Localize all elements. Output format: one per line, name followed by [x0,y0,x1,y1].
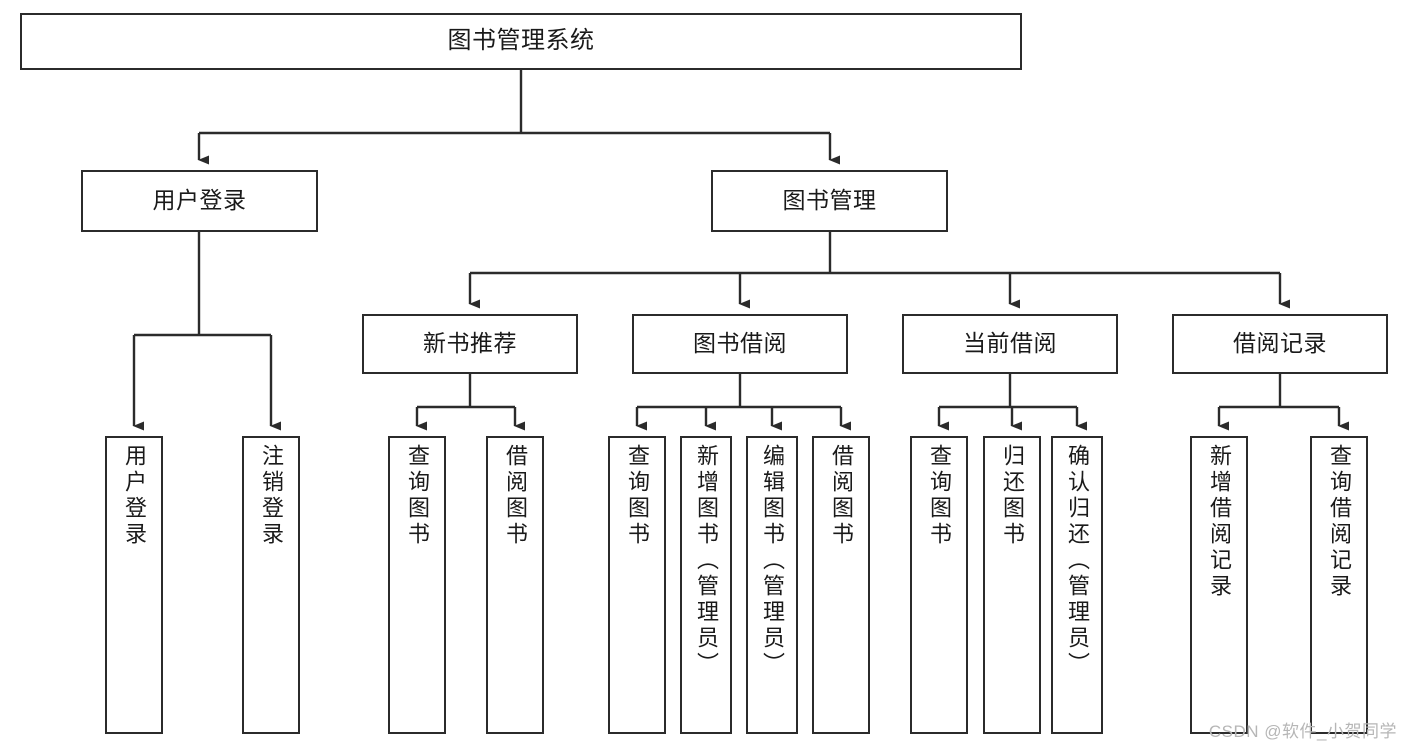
leaf-query-book-2-label: 查询图书 [625,444,650,548]
node-root[interactable]: 图书管理系统 [20,13,1022,70]
leaf-add-book[interactable]: 新增图书（管理员） [680,436,732,734]
leaf-add-record[interactable]: 新增借阅记录 [1190,436,1248,734]
leaf-query-book-1-label: 查询图书 [405,444,430,548]
leaf-user-login-label: 用户登录 [122,444,147,548]
node-root-label: 图书管理系统 [447,27,595,55]
leaf-query-book-3[interactable]: 查询图书 [910,436,968,734]
node-user-login-label: 用户登录 [152,187,247,214]
node-book-manage-label: 图书管理 [782,187,877,214]
leaf-query-record-label: 查询借阅记录 [1327,444,1352,600]
leaf-logout[interactable]: 注销登录 [242,436,300,734]
node-book-borrow-label: 图书借阅 [693,330,787,357]
leaf-return-book[interactable]: 归还图书 [983,436,1041,734]
leaf-confirm-return[interactable]: 确认归还（管理员） [1051,436,1103,734]
leaf-user-login[interactable]: 用户登录 [105,436,163,734]
node-current-borrow[interactable]: 当前借阅 [902,314,1118,374]
leaf-return-book-label: 归还图书 [1000,444,1025,548]
leaf-confirm-return-label: 确认归还（管理员） [1065,444,1090,678]
node-borrow-record[interactable]: 借阅记录 [1172,314,1388,374]
leaf-add-record-label: 新增借阅记录 [1207,444,1232,600]
leaf-query-book-3-label: 查询图书 [927,444,952,548]
leaf-edit-book[interactable]: 编辑图书（管理员） [746,436,798,734]
node-book-borrow[interactable]: 图书借阅 [632,314,848,374]
leaf-borrow-book-1-label: 借阅图书 [503,444,528,548]
leaf-edit-book-label: 编辑图书（管理员） [760,444,785,678]
csdn-watermark: CSDN @软件_小贺同学 [1208,722,1397,741]
leaf-logout-label: 注销登录 [259,444,284,548]
node-current-borrow-label: 当前借阅 [963,330,1057,357]
leaf-borrow-book-2-label: 借阅图书 [829,444,854,548]
node-user-login[interactable]: 用户登录 [81,170,318,232]
node-new-book-recommend[interactable]: 新书推荐 [362,314,578,374]
leaf-query-book-2[interactable]: 查询图书 [608,436,666,734]
leaf-query-book-1[interactable]: 查询图书 [388,436,446,734]
leaf-query-record[interactable]: 查询借阅记录 [1310,436,1368,734]
leaf-add-book-label: 新增图书（管理员） [694,444,719,678]
node-borrow-record-label: 借阅记录 [1233,330,1327,357]
node-book-manage[interactable]: 图书管理 [711,170,948,232]
leaf-borrow-book-1[interactable]: 借阅图书 [486,436,544,734]
node-new-book-recommend-label: 新书推荐 [423,330,517,357]
leaf-borrow-book-2[interactable]: 借阅图书 [812,436,870,734]
